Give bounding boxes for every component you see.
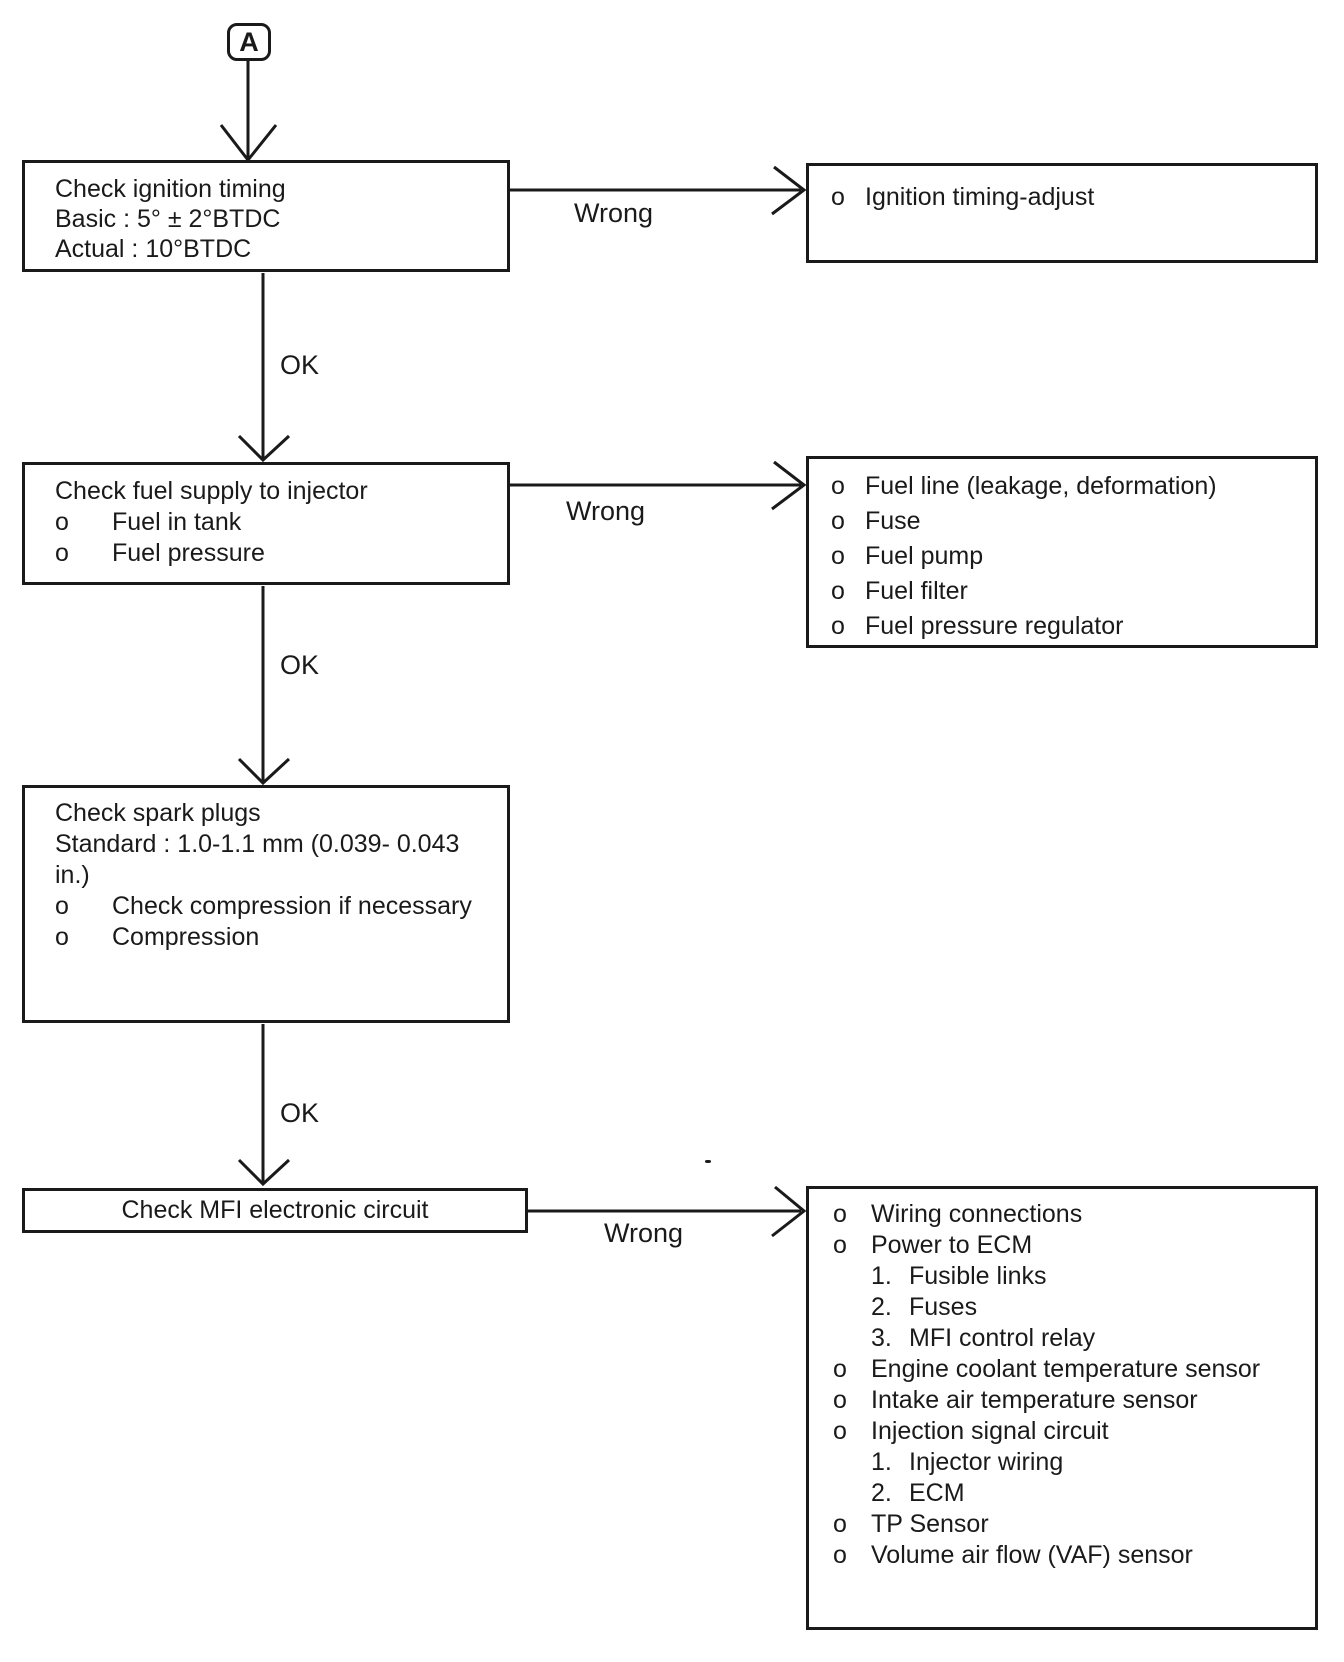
bullet: o <box>55 923 69 951</box>
step-item: o Fuel pressure <box>55 538 499 569</box>
connector-a-label: A <box>239 26 259 57</box>
connector-a: A <box>227 23 271 61</box>
step-box-spark-plugs: Check spark plugs Standard : 1.0-1.1 mm … <box>22 785 510 1023</box>
edge-label-wrong-1: Wrong <box>574 198 654 228</box>
step-line: Actual : 10°BTDC <box>55 235 252 263</box>
result-item-text: ECM <box>909 1479 965 1507</box>
result-subitem: 1. Fusible links <box>833 1261 1309 1292</box>
result-item-text: Fuel pressure regulator <box>865 612 1124 640</box>
result-box-ignition-fix: o Ignition timing-adjust <box>806 163 1318 263</box>
result-item-text: Fuel filter <box>865 577 968 605</box>
step-box-fuel-supply: Check fuel supply to injector o Fuel in … <box>22 462 510 585</box>
step-item-text: Compression <box>112 923 260 951</box>
result-item-text: Injector wiring <box>909 1448 1064 1476</box>
arrow-connector-to-ignition <box>219 61 278 163</box>
step-spec-line: in.) <box>55 861 90 889</box>
result-subitem: 1. Injector wiring <box>833 1447 1309 1478</box>
arrow-spark-plugs-to-mfi <box>237 1024 291 1187</box>
arrow-mfi-to-mfi-fix <box>528 1185 807 1238</box>
step-line: Basic : 5° ± 2°BTDC <box>55 205 281 233</box>
result-item-text: Fuel pump <box>865 542 984 570</box>
result-item: o Fuel pump <box>831 539 1307 574</box>
step-title: Check fuel supply to injector <box>55 477 368 505</box>
result-box-mfi-fix: o Wiring connections o Power to ECM 1. F… <box>806 1186 1318 1630</box>
result-item: o Fuel line (leakage, deformation) <box>831 469 1307 504</box>
bullet: o <box>55 508 69 536</box>
result-item: o Fuse <box>831 504 1307 539</box>
result-item: o Wiring connections <box>833 1199 1309 1230</box>
step-item: o Check compression if necessary <box>55 891 499 922</box>
step-title: Check MFI electronic circuit <box>121 1196 429 1224</box>
result-item: o Fuel filter <box>831 574 1307 609</box>
step-box-mfi-circuit: Check MFI electronic circuit <box>22 1188 528 1233</box>
edge-label-ok-1: OK <box>280 350 320 380</box>
bullet: o <box>55 892 69 920</box>
result-item: o Fuel pressure regulator <box>831 609 1307 644</box>
result-item-text: Intake air temperature sensor <box>871 1386 1198 1414</box>
result-item: o Volume air flow (VAF) sensor <box>833 1540 1309 1571</box>
scan-artifact-dot <box>705 1160 711 1163</box>
arrow-ignition-to-timing-fix <box>510 165 807 216</box>
result-subitem: 2. ECM <box>833 1478 1309 1509</box>
result-item: o TP Sensor <box>833 1509 1309 1540</box>
bullet: o <box>831 577 845 605</box>
step-item: o Compression <box>55 922 499 953</box>
step-line: Check ignition timing <box>55 175 286 203</box>
result-item-text: TP Sensor <box>871 1510 989 1538</box>
bullet: o <box>833 1231 847 1259</box>
result-item-text: MFI control relay <box>909 1324 1096 1352</box>
bullet: o <box>831 507 845 535</box>
bullet: 1. <box>871 1262 892 1290</box>
result-item: o Power to ECM <box>833 1230 1309 1261</box>
result-item-text: Wiring connections <box>871 1200 1083 1228</box>
result-box-fuel-fix: o Fuel line (leakage, deformation) o Fus… <box>806 456 1318 648</box>
result-item-text: Engine coolant temperature sensor <box>871 1355 1261 1383</box>
result-item: o Intake air temperature sensor <box>833 1385 1309 1416</box>
result-item: o Injection signal circuit <box>833 1416 1309 1447</box>
edge-label-ok-2: OK <box>280 650 320 680</box>
bullet: o <box>831 183 845 211</box>
arrow-ignition-to-fuel-supply <box>237 273 291 463</box>
bullet: o <box>833 1541 847 1569</box>
result-subitem: 2. Fuses <box>833 1292 1309 1323</box>
bullet: 2. <box>871 1293 892 1321</box>
bullet: o <box>833 1355 847 1383</box>
edge-label-wrong-2: Wrong <box>566 496 646 526</box>
bullet: 3. <box>871 1324 892 1352</box>
step-title: Check spark plugs <box>55 799 261 827</box>
arrow-fuel-supply-to-fuel-fix <box>510 460 807 511</box>
result-item-text: Fuse <box>865 507 921 535</box>
result-item-text: Fuel line (leakage, deformation) <box>865 472 1217 500</box>
step-box-ignition-timing: Check ignition timing Basic : 5° ± 2°BTD… <box>22 160 510 272</box>
edge-label-wrong-3: Wrong <box>604 1218 684 1248</box>
bullet: 2. <box>871 1479 892 1507</box>
bullet: o <box>831 542 845 570</box>
arrow-fuel-supply-to-spark-plugs <box>237 586 291 786</box>
result-item-text: Ignition timing-adjust <box>865 183 1095 211</box>
bullet: o <box>833 1200 847 1228</box>
result-item-text: Power to ECM <box>871 1231 1033 1259</box>
bullet: o <box>55 539 69 567</box>
result-item-text: Volume air flow (VAF) sensor <box>871 1541 1193 1569</box>
step-item-text: Fuel pressure <box>112 539 265 567</box>
bullet: o <box>833 1386 847 1414</box>
bullet: 1. <box>871 1448 892 1476</box>
result-item-text: Fusible links <box>909 1262 1047 1290</box>
step-item-text: Fuel in tank <box>112 508 242 536</box>
step-item-text: Check compression if necessary <box>112 892 472 920</box>
result-item-text: Injection signal circuit <box>871 1417 1109 1445</box>
bullet: o <box>833 1417 847 1445</box>
result-item-text: Fuses <box>909 1293 978 1321</box>
bullet: o <box>833 1510 847 1538</box>
bullet: o <box>831 612 845 640</box>
step-item: o Fuel in tank <box>55 507 499 538</box>
result-item: o Engine coolant temperature sensor <box>833 1354 1309 1385</box>
result-item: o Ignition timing-adjust <box>831 182 1307 213</box>
bullet: o <box>831 472 845 500</box>
edge-label-ok-3: OK <box>280 1098 320 1128</box>
result-subitem: 3. MFI control relay <box>833 1323 1309 1354</box>
step-spec-line: Standard : 1.0-1.1 mm (0.039- 0.043 <box>55 830 460 858</box>
